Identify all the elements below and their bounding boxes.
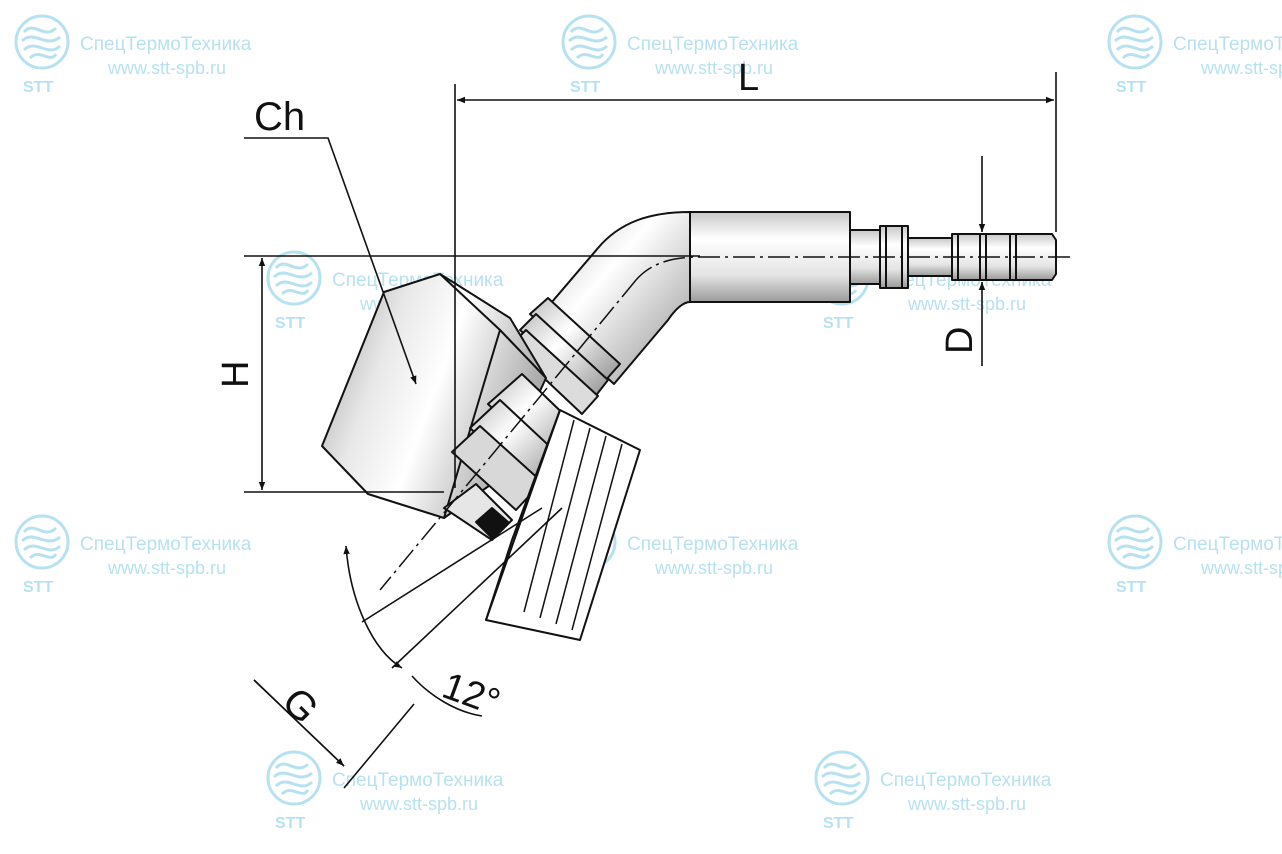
svg-text:STT: STT [275,315,305,332]
svg-text:СпецТермоТехника: СпецТермоТехника [80,34,252,55]
svg-text:СпецТермоТехника: СпецТермоТехника [1173,534,1282,555]
svg-text:STT: STT [1116,79,1146,96]
watermark: STT СпецТермоТехника www.stt-spb.ru [1107,514,1282,596]
stt-logo-icon [266,750,322,806]
svg-text:STT: STT [570,79,600,96]
centerlines [379,256,1070,591]
watermark: STT СпецТермоТехника www.stt-spb.ru [14,514,252,596]
watermark: STT СпецТермоТехника www.stt-spb.ru [814,750,1052,832]
svg-text:STT: STT [23,79,53,96]
svg-text:STT: STT [23,579,53,596]
stt-logo-icon [561,14,617,70]
watermark-layer: STT СпецТермоТехника www.stt-spb.ru STT … [14,14,1282,832]
stt-logo-icon [14,514,70,570]
svg-text:СпецТермоТехника: СпецТермоТехника [880,770,1052,791]
dimensions [244,72,1057,789]
stt-logo-icon [1107,514,1163,570]
svg-text:СпецТермоТехника: СпецТермоТехника [627,534,799,555]
label-chamfer: Ch [254,95,305,139]
svg-text:www.stt-spb.ru: www.stt-spb.ru [654,58,773,78]
svg-text:www.stt-spb.ru: www.stt-spb.ru [907,794,1026,814]
chamfer-leader [244,137,417,385]
svg-text:СпецТермоТехника: СпецТермоТехника [1173,34,1282,55]
svg-text:STT: STT [275,815,305,832]
label-thread: G [274,679,327,732]
svg-text:СпецТермоТехника: СпецТермоТехника [627,34,799,55]
angle-line-2 [391,507,563,669]
label-height: H [215,361,257,388]
svg-text:www.stt-spb.ru: www.stt-spb.ru [1200,558,1282,578]
stt-logo-icon [14,14,70,70]
svg-text:www.stt-spb.ru: www.stt-spb.ru [654,558,773,578]
thread-hatch [523,419,623,631]
o-ring [475,507,509,539]
centerline-horizontal [635,256,1070,281]
thread-sleeve [485,409,641,641]
svg-text:www.stt-spb.ru: www.stt-spb.ru [907,294,1026,314]
svg-text:STT: STT [1116,579,1146,596]
watermark: STT СпецТермоТехника www.stt-spb.ru [1107,14,1282,96]
svg-text:www.stt-spb.ru: www.stt-spb.ru [107,58,226,78]
svg-text:СпецТермоТехника: СпецТермоТехника [332,770,504,791]
label-angle: 12° [437,665,505,724]
svg-text:www.stt-spb.ru: www.stt-spb.ru [359,794,478,814]
angle-arc-outer [411,675,483,717]
watermark: STT СпецТермоТехника www.stt-spb.ru [14,14,252,96]
svg-text:STT: STT [823,315,853,332]
watermark: STT СпецТермоТехника www.stt-spb.ru [561,14,799,96]
svg-text:СпецТермоТехника: СпецТермоТехника [80,534,252,555]
angle-arc [343,545,403,669]
thread-extension-right [343,703,415,789]
watermark: STT СпецТермоТехника www.stt-spb.ru [266,750,504,832]
stt-logo-icon [266,250,322,306]
stt-logo-icon [1107,14,1163,70]
label-length: L [738,57,759,99]
centerline-diagonal [379,279,637,591]
svg-text:www.stt-spb.ru: www.stt-spb.ru [1200,58,1282,78]
svg-text:www.stt-spb.ru: www.stt-spb.ru [107,558,226,578]
label-diameter: D [939,327,981,354]
stt-logo-icon [814,750,870,806]
thread-dimension-line [253,679,345,767]
svg-text:STT: STT [823,815,853,832]
